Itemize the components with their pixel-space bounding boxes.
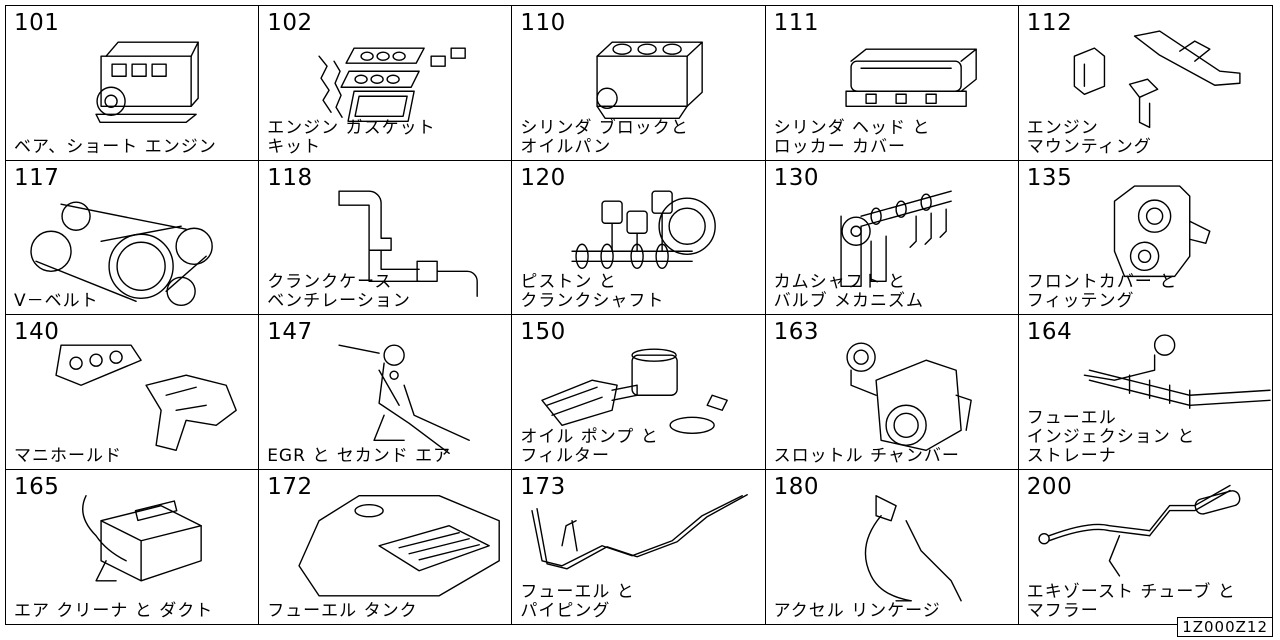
catalog-cell-120[interactable]: 120 ピストン と クランクシャフト	[512, 160, 766, 315]
part-code: 164	[1026, 319, 1073, 345]
part-label: フューエル インジェクション と ストレーナ	[1026, 407, 1196, 466]
part-label: フロントカバー と フィッテング	[1026, 272, 1178, 311]
v-belt-icon	[6, 161, 258, 315]
part-label: シリンダ ヘッド と ロッカー カバー	[773, 117, 931, 157]
part-label: カムシャフト と バルブ メカニズム	[773, 272, 924, 311]
part-code: 102	[267, 10, 313, 36]
part-code: 150	[520, 319, 566, 345]
part-code: 140	[14, 319, 60, 345]
part-code: 117	[14, 164, 60, 191]
part-code: 200	[1026, 473, 1073, 500]
throttle-chamber-icon	[766, 315, 1018, 469]
catalog-cell-164[interactable]: 164 フューエル インジェクション と ストレーナ	[1018, 315, 1272, 470]
catalog-cell-112[interactable]: 112 エンジン マウンティング	[1018, 6, 1272, 161]
egr-icon	[259, 315, 511, 469]
catalog-cell-130[interactable]: 130 カムシャフト と バルブ メカニズム	[765, 160, 1019, 315]
part-label: マニホールド	[14, 445, 122, 466]
catalog-cell-165[interactable]: 165 エア クリーナ と ダクト	[6, 469, 260, 625]
part-label: エキゾースト チューブ と マフラー	[1026, 582, 1236, 621]
cylinder-head-icon	[766, 6, 1018, 160]
gasket-kit-icon	[259, 6, 511, 160]
part-code: 163	[773, 319, 819, 345]
part-label: シリンダ ブロックと オイルパン	[520, 117, 689, 157]
part-code: 111	[773, 10, 819, 36]
part-label: V－ベルト	[14, 291, 99, 311]
part-code: 165	[14, 473, 60, 500]
part-label: アクセル リンケージ	[773, 601, 941, 621]
part-code: 118	[267, 164, 313, 191]
catalog-cell-140[interactable]: 140 マニホールド	[6, 315, 260, 470]
part-code: 135	[1026, 164, 1073, 191]
fuel-tank-icon	[259, 470, 511, 625]
catalog-cell-118[interactable]: 118 クランクケース ベンチレーション	[259, 160, 513, 315]
part-label: フューエル タンク	[267, 601, 418, 621]
catalog-cell-200[interactable]: 200 エキゾースト チューブ と マフラー	[1019, 470, 1272, 625]
part-code: 180	[773, 473, 819, 500]
fuel-piping-icon	[512, 470, 764, 625]
part-label: オイル ポンプ と フィルター	[520, 426, 659, 466]
part-code: 130	[773, 164, 819, 191]
accel-linkage-icon	[766, 470, 1018, 625]
camshaft-valve-icon	[766, 161, 1018, 315]
part-code: 173	[520, 473, 566, 500]
catalog-cell-180[interactable]: 180 アクセル リンケージ	[766, 469, 1019, 625]
exhaust-muffler-icon	[1019, 470, 1272, 625]
manifold-icon	[6, 315, 258, 469]
air-cleaner-icon	[6, 470, 258, 625]
fuel-injection-icon	[1019, 315, 1272, 469]
catalog-cell-102[interactable]: 102 エンジン ガスケット キット	[259, 6, 513, 161]
part-code: 101	[14, 10, 60, 36]
cylinder-block-icon	[512, 6, 764, 160]
part-code: 120	[520, 164, 566, 191]
part-code: 112	[1026, 10, 1073, 36]
part-label: フューエル と パイピング	[520, 582, 635, 621]
part-label: スロットル チャンバー	[773, 445, 960, 466]
part-label: エンジン マウンティング	[1026, 117, 1152, 157]
catalog-cell-150[interactable]: 150 オイル ポンプ と フィルター	[512, 315, 766, 470]
catalog-cell-101[interactable]: 101 ベア、ショート エンジン	[6, 6, 260, 161]
catalog-cell-111[interactable]: 111 シリンダ ヘッド と ロッカー カバー	[765, 6, 1019, 161]
engine-mount-icon	[1019, 6, 1272, 160]
part-label: クランクケース ベンチレーション	[267, 272, 411, 311]
parts-catalog-grid: 101 ベア、ショート エンジン 102 エンジン ガスケット キット 110 シリンダ …	[5, 5, 1273, 625]
part-code: 147	[267, 319, 313, 345]
piston-crankshaft-icon	[512, 161, 764, 315]
catalog-cell-135[interactable]: 135 フロントカバー と フィッテング	[1018, 161, 1272, 315]
crankcase-hose-icon	[259, 161, 511, 315]
catalog-cell-110[interactable]: 110 シリンダ ブロックと オイルパン	[512, 6, 766, 161]
part-label: エア クリーナ と ダクト	[14, 601, 214, 621]
diagram-reference-code: 1Z000Z12	[1177, 617, 1273, 637]
front-cover-icon	[1019, 161, 1272, 315]
catalog-cell-173[interactable]: 173 フューエル と パイピング	[512, 469, 766, 625]
part-label: ベア、ショート エンジン	[14, 136, 217, 157]
part-label: EGR と セカンド エア	[267, 445, 452, 466]
part-label: エンジン ガスケット キット	[267, 117, 436, 157]
catalog-cell-172[interactable]: 172 フューエル タンク	[259, 469, 513, 625]
part-label: ピストン と クランクシャフト	[520, 272, 665, 311]
catalog-cell-163[interactable]: 163 スロットル チャンバー	[765, 315, 1019, 470]
oil-pump-filter-icon	[512, 315, 764, 469]
short-engine-icon	[6, 6, 258, 160]
part-code: 110	[520, 10, 566, 36]
part-code: 172	[267, 473, 313, 500]
